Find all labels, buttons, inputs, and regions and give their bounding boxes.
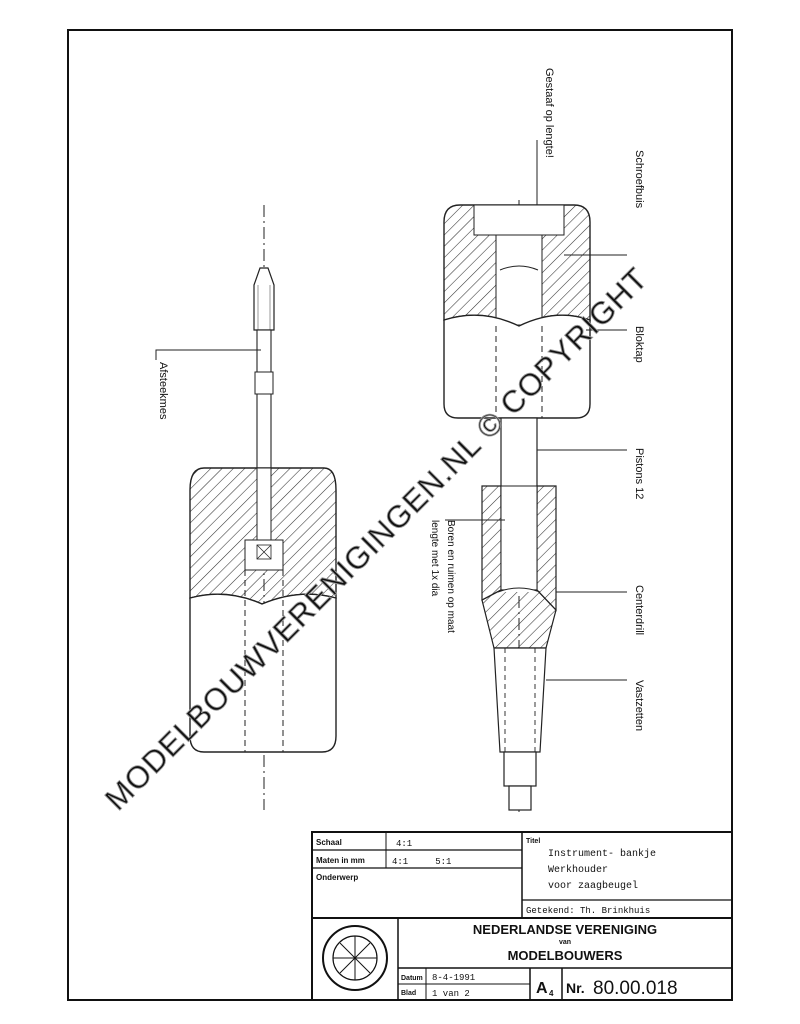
title-block: Schaal 4:1 Maten in mm 4:1 5:1 Onderwerp… bbox=[311, 831, 733, 1001]
paper-format-sub: 4 bbox=[549, 989, 554, 998]
right-bushing bbox=[481, 485, 502, 601]
label-vastzetten: Vastzetten bbox=[633, 680, 645, 731]
org-name-small: van bbox=[559, 939, 571, 946]
left-block-plain bbox=[189, 593, 337, 753]
label-centerdrill: Centerdrill bbox=[633, 585, 645, 635]
title-prefix: Titel bbox=[526, 838, 540, 845]
org-name-line-2: MODELBOUWERS bbox=[508, 948, 623, 963]
label-gestaaf: Gestaaf op lengte! bbox=[543, 68, 555, 158]
title-line-2: Werkhouder bbox=[548, 864, 608, 876]
title-line-3: voor zaagbeugel bbox=[548, 880, 638, 892]
date-value: 8-4-1991 bbox=[432, 973, 475, 983]
sheet-label: Blad bbox=[401, 990, 416, 997]
label-schroefbuis: Schroefbuis bbox=[633, 150, 645, 209]
scale-value: 4:1 bbox=[396, 839, 412, 849]
units-value: 4:1 5:1 bbox=[392, 857, 451, 867]
paper-format: A bbox=[536, 980, 548, 997]
org-name-line-1: NEDERLANDSE VERENIGING bbox=[473, 922, 657, 937]
copyright-watermark: MODELBOUWVERENIGINGEN.NL © COPYRIGHT bbox=[98, 261, 654, 817]
drawing-number-value: 80.00.018 bbox=[593, 978, 678, 999]
label-bloktap: Bloktap bbox=[633, 326, 645, 363]
date-label: Datum bbox=[401, 975, 423, 982]
left-tool-shaft bbox=[256, 329, 272, 471]
sheet-value: 1 van 2 bbox=[432, 989, 470, 999]
title-line-1: Instrument- bankje bbox=[548, 848, 656, 860]
left-assembly-view bbox=[155, 205, 337, 810]
subject-label: Onderwerp bbox=[316, 873, 358, 882]
left-leader-line bbox=[155, 349, 261, 360]
left-tool-tip bbox=[253, 267, 275, 331]
units-label: Maten in mm bbox=[316, 856, 365, 865]
author-text: Getekend: Th. Brinkhuis bbox=[526, 906, 650, 916]
right-taper-body bbox=[493, 647, 547, 753]
label-boren-line1: Boren en ruimen op maat bbox=[445, 520, 456, 633]
drawing-number-label: Nr. bbox=[566, 980, 585, 996]
scale-label: Schaal bbox=[316, 838, 342, 847]
right-assembly-view bbox=[443, 140, 627, 815]
right-upper-block-plain bbox=[443, 314, 591, 419]
label-pistons: Pistons 12 bbox=[633, 448, 645, 499]
label-afsteekmes: Afsteekmes bbox=[157, 362, 169, 420]
right-taper-hatched bbox=[481, 589, 557, 649]
label-boren-line2: lengte met 1x dia bbox=[429, 520, 440, 597]
